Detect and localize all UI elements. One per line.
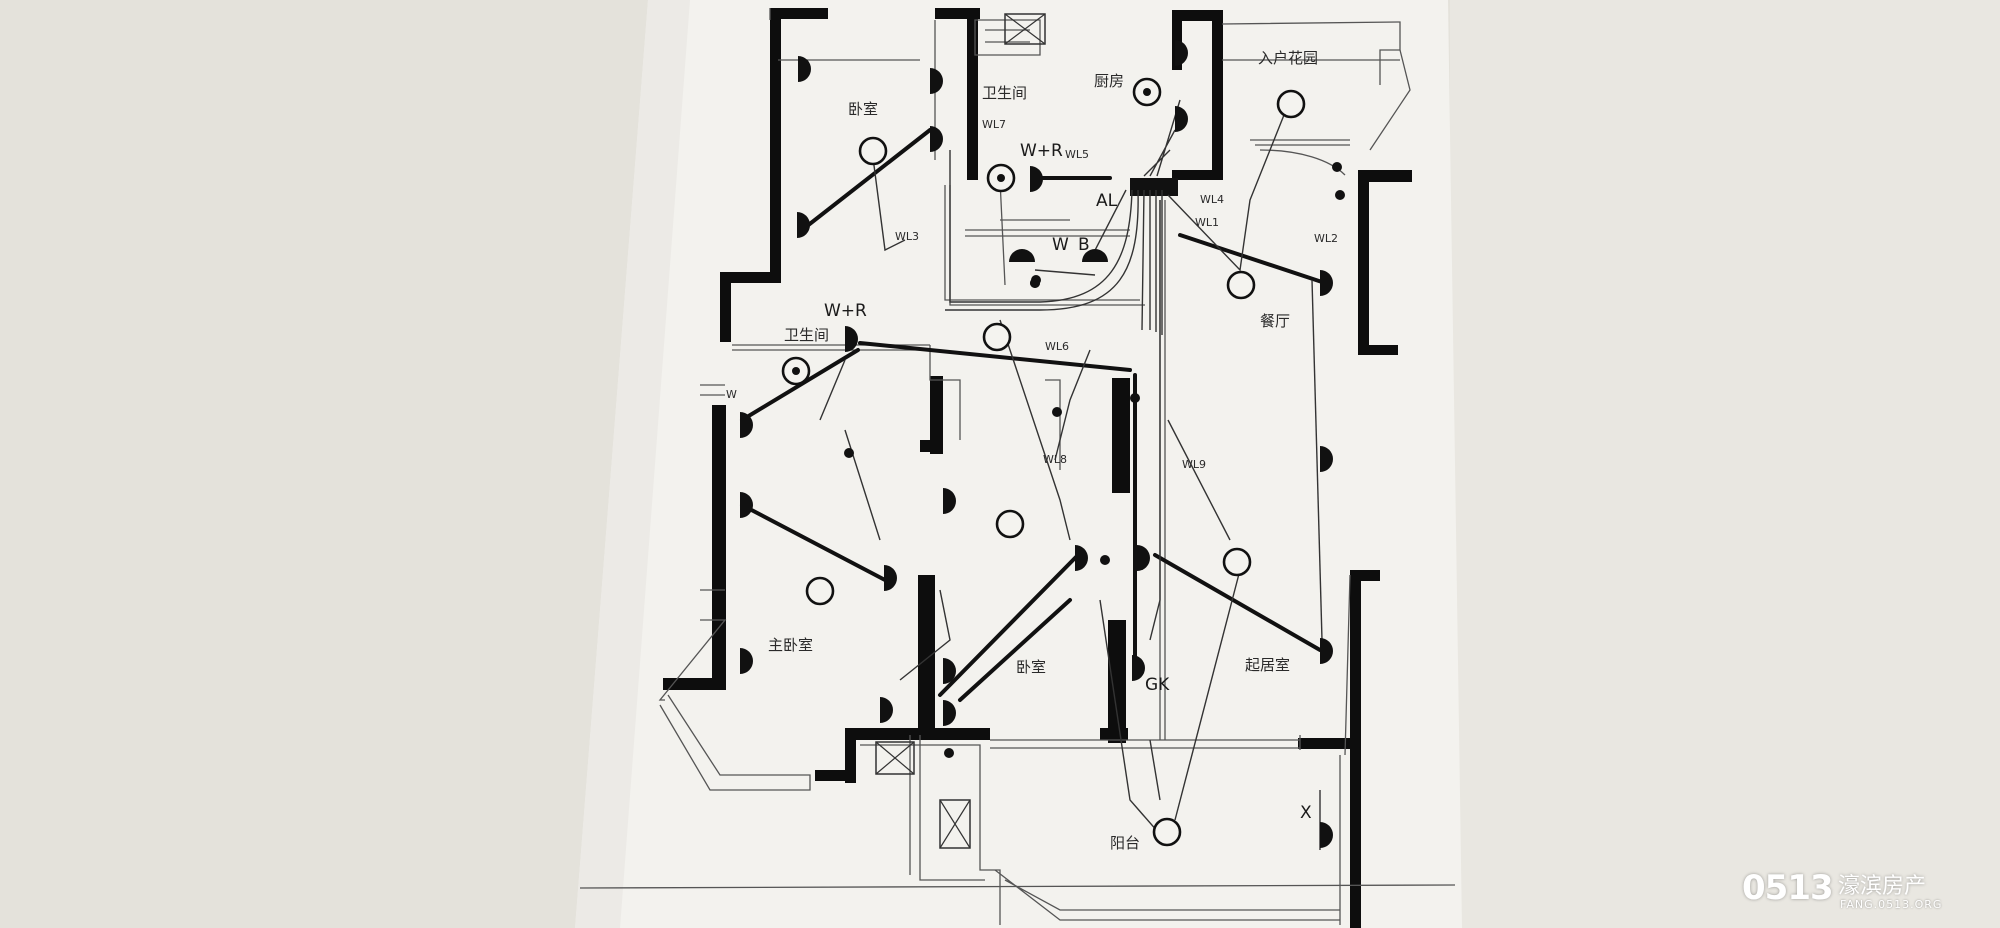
watermark-name: 濠滨房产 [1838, 874, 1927, 899]
walls [663, 8, 1412, 928]
symbol-label-x: X [1300, 803, 1312, 823]
wiring-heavy [740, 99, 1324, 850]
room-label-balcony: 阳台 [1110, 834, 1140, 852]
circuit-label-wl4: WL4 [1200, 193, 1224, 206]
circuit-label-wl5: WL5 [1065, 148, 1089, 161]
sockets [740, 40, 1345, 848]
circuit-label-wl6: WL6 [1045, 340, 1069, 353]
circuit-label-wl2: WL2 [1314, 232, 1338, 245]
paper-sheet [575, 0, 1462, 928]
room-label-bathroom-top: 卫生间 [982, 84, 1027, 102]
symbol-label-al: AL [1096, 191, 1118, 211]
room-label-bathroom-mid: 卫生间 [784, 326, 829, 344]
room-label-dining: 餐厅 [1260, 312, 1290, 330]
circuit-labels: WL7 WL5 WL4 WL1 WL2 WL3 WL6 WL8 WL9 [895, 118, 1338, 471]
fixtures [875, 13, 1178, 849]
circuit-label-wl3: WL3 [895, 230, 919, 243]
room-label-bedroom-top: 卧室 [848, 100, 878, 118]
room-label-master-bedroom: 主卧室 [768, 636, 813, 654]
symbol-label-gk: GK [1145, 675, 1170, 695]
room-label-kitchen: 厨房 [1094, 72, 1124, 90]
symbol-label-w: W [1052, 235, 1069, 255]
room-label-entry-garden: 入户花园 [1258, 49, 1318, 67]
symbol-label-wr-top: W+R [1020, 141, 1063, 161]
circuit-label-wl7: WL7 [982, 118, 1006, 131]
symbol-label-wr-mid: W+R [824, 301, 867, 321]
lamps [781, 77, 1306, 847]
circuit-label-wl8: WL8 [1043, 453, 1067, 466]
symbol-label-b: B [1078, 235, 1090, 255]
circuit-label-wl9: WL9 [1182, 458, 1206, 471]
room-label-living: 起居室 [1245, 656, 1290, 674]
room-labels: 卧室 卫生间 厨房 入户花园 卫生间 餐厅 主卧室 卧室 起居室 阳台 [768, 49, 1318, 852]
room-label-bedroom-mid: 卧室 [1016, 658, 1046, 676]
symbol-labels: W+R W+R W B AL GK X W [726, 141, 1312, 823]
watermark: 0513 濠滨房产 FANG.0513.ORG [1742, 862, 1972, 914]
circuit-label-wl1: WL1 [1195, 216, 1219, 229]
watermark-logo: 0513 [1742, 868, 1834, 908]
watermark-url: FANG.0513.ORG [1840, 898, 1943, 911]
symbol-label-w-small: W [726, 388, 737, 401]
partitions [579, 8, 1456, 925]
